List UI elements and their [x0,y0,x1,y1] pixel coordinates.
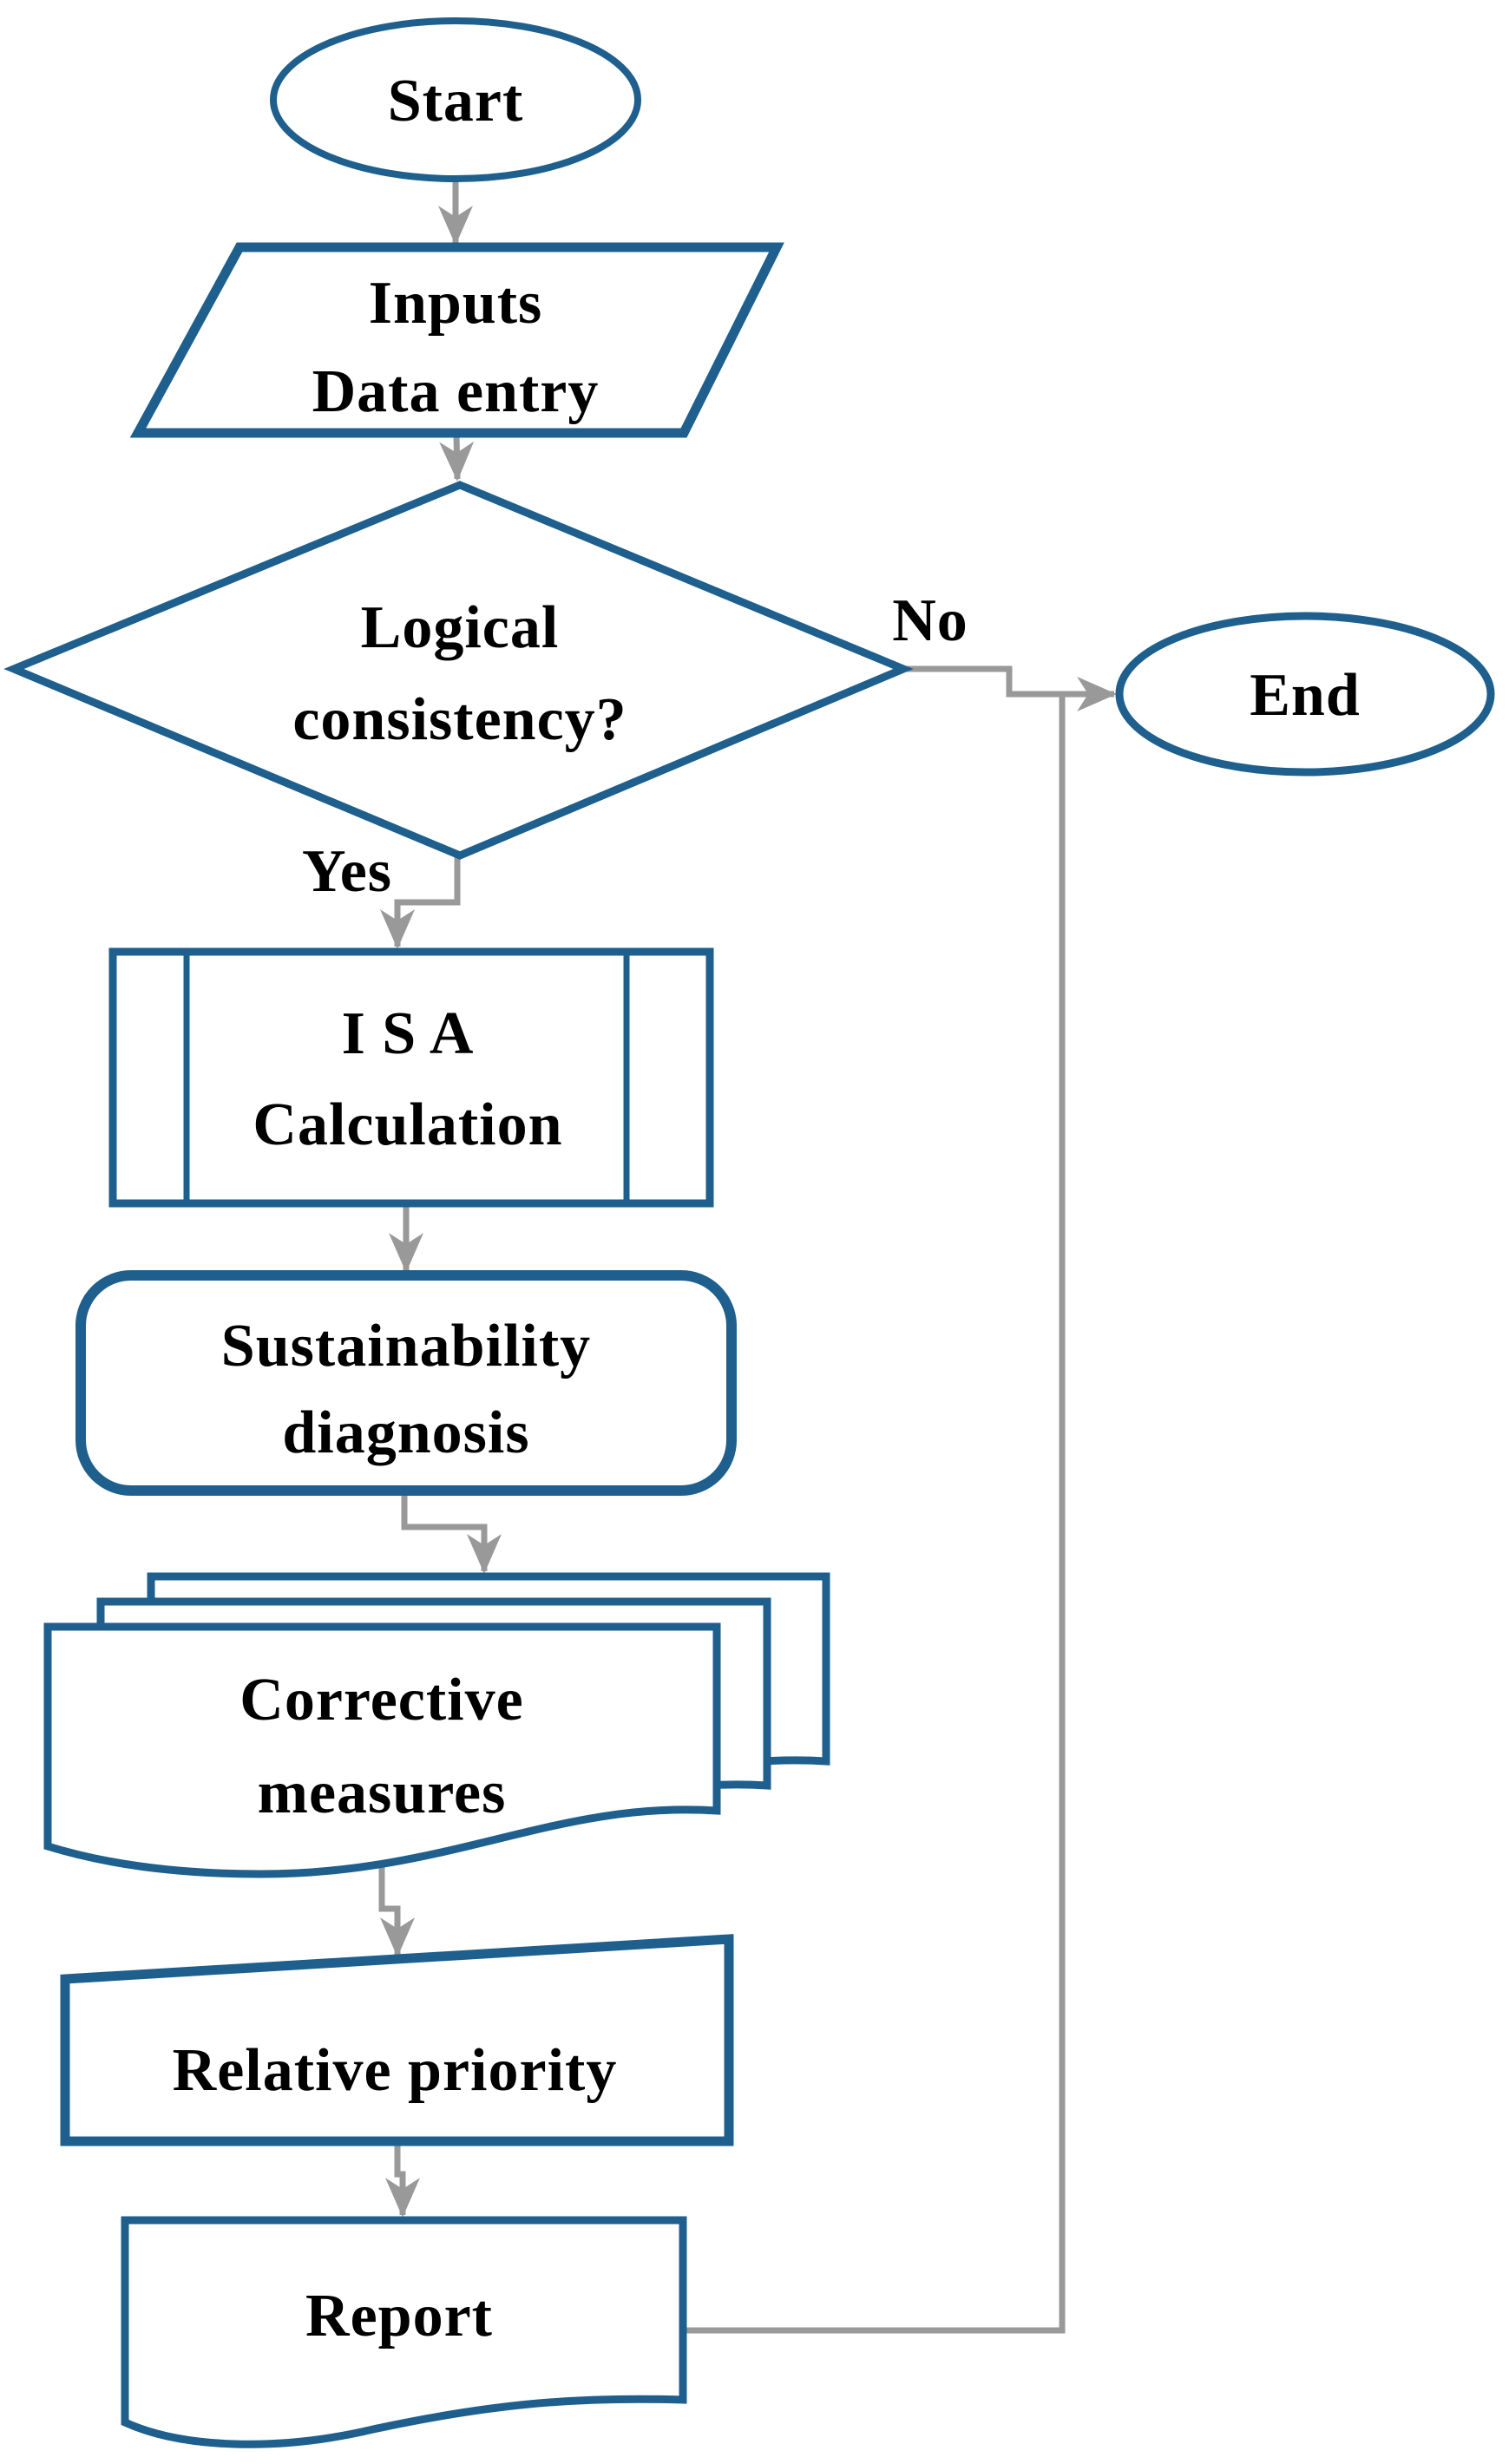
edge-labels: Yes No [302,587,968,905]
decision-label-line1: Logical [361,594,560,661]
no-edge-label: No [892,587,968,654]
start-node: Start [270,17,641,182]
isa-predefined-process-box [108,947,714,1208]
priority-manual-input-box [60,1934,734,2146]
inputs-node: Inputs Data entry [129,242,784,438]
corrective-label-line2: measures [258,1760,507,1826]
inputs-label-line1: Inputs [369,270,543,337]
end-label: End [1250,662,1361,729]
edge-priority-to-report [385,2143,420,2218]
start-label: Start [388,68,524,134]
edge-inputs-to-decision [439,434,475,482]
isa-label-line1: I S A [342,1000,475,1067]
report-document [121,2216,687,2448]
isa-node: I S A Calculation [108,947,714,1208]
yes-edge-label: Yes [302,838,392,905]
edge-decision-yes-to-isa [380,855,461,949]
end-node: End [1115,612,1495,777]
diagnosis-label-line2: diagnosis [282,1399,529,1466]
edge-decision-no-to-end [905,665,1117,711]
edges [378,179,1117,2334]
edge-report-to-end [683,691,1066,2334]
decision-label-line2: consistency? [292,686,627,753]
corrective-label-line1: Corrective [239,1667,523,1733]
decision-node: Logical consistency? [3,481,914,860]
diagnosis-label-line1: Sustainability [221,1313,591,1379]
inputs-parallelogram [129,242,784,438]
edge-diagnosis-to-corrective [401,1492,502,1574]
priority-label: Relative priority [173,2037,618,2104]
report-label: Report [305,2283,493,2349]
end-ellipse [1115,612,1495,777]
edge-corrective-to-priority [378,1860,415,1957]
priority-node: Relative priority [60,1934,734,2146]
report-node: Report [121,2216,687,2448]
diagnosis-rounded-rect [75,1270,737,1496]
decision-diamond [3,481,914,860]
start-ellipse [270,17,641,182]
corrective-document-front [43,1622,721,1878]
inputs-label-line2: Data entry [312,358,600,425]
isa-label-line2: Calculation [253,1091,562,1158]
diagnosis-node: Sustainability diagnosis [75,1270,737,1496]
corrective-node: Corrective measures [43,1572,830,1878]
